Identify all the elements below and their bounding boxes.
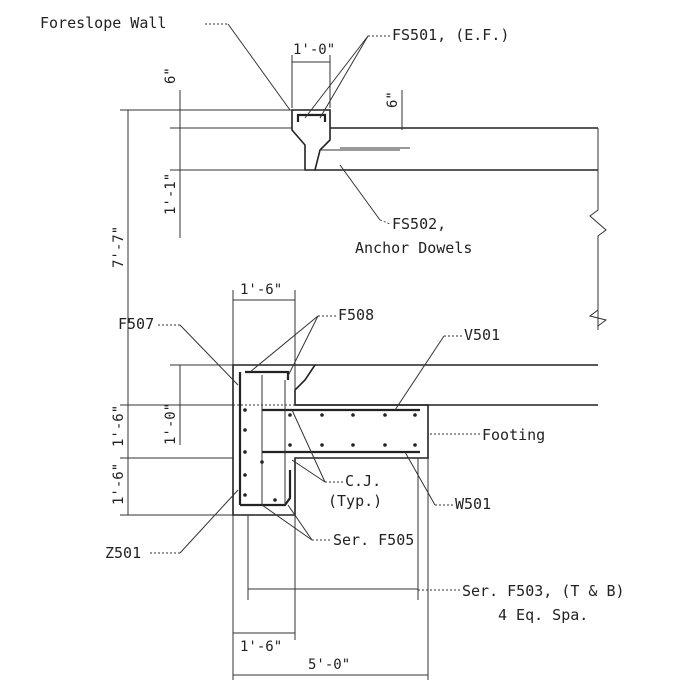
break-line-bottom [588, 309, 608, 330]
leader-foreslope-wall-arrow [227, 23, 291, 111]
leader-w501 [404, 451, 436, 506]
f508-bar [245, 370, 290, 380]
rebar-dot [273, 498, 277, 502]
label-f507: F507 [118, 315, 154, 333]
z501-bar [240, 470, 292, 507]
footing-section [120, 290, 608, 680]
label-cj-line2: (Typ.) [328, 492, 382, 510]
rebar-dot [288, 443, 292, 447]
label-f508: F508 [338, 306, 374, 324]
label-fs502-line2: Anchor Dowels [355, 239, 472, 257]
rebar-dot [320, 413, 324, 417]
dim-stem-width: 1'-6" [240, 282, 282, 298]
dim-top-width: 1'-0" [293, 42, 335, 58]
rebar-dot [243, 450, 247, 454]
leader-f505-a [261, 504, 313, 541]
rebar-dot [413, 413, 417, 417]
label-v501: V501 [464, 326, 500, 344]
bottom-dimensions: 1'-6" 1'-0" 1'-6" 1'-6" 1'-6" 5'-0" [111, 282, 428, 676]
dim-overall-height: 7'-7" [111, 226, 127, 268]
label-fs501: FS501, (E.F.) [392, 26, 509, 44]
leader-z501 [179, 489, 239, 554]
rebar-dot [243, 428, 247, 432]
leader-f507 [179, 324, 239, 386]
label-z501: Z501 [105, 544, 141, 562]
leader-v501 [394, 335, 445, 411]
leader-cj-a [291, 409, 326, 483]
label-ser-f503-line1: Ser. F503, (T & B) [462, 582, 625, 600]
rebar-dot [413, 443, 417, 447]
top-dimensions: 1'-0" 6" 6" 1'-1" 7'-7" [111, 42, 403, 515]
rebar-dot [260, 460, 264, 464]
rebar-dot [243, 408, 247, 412]
label-foreslope-wall: Foreslope Wall [40, 14, 166, 32]
rebar-dot [288, 413, 292, 417]
label-fs502-line1: FS502, [392, 215, 446, 233]
stem-outline [232, 364, 429, 516]
label-ser-f503-line2: 4 Eq. Spa. [498, 606, 588, 624]
rebar-dots [243, 408, 417, 502]
dim-lower-footing: 1'-6" [111, 463, 127, 505]
dim-footing-length: 5'-0" [308, 657, 350, 673]
rebar-dot [243, 493, 247, 497]
dim-right-height: 6" [385, 91, 401, 108]
foreslope-wall-section [120, 55, 607, 330]
dim-top-height: 6" [163, 67, 179, 84]
foreslope-wall-outline [291, 109, 331, 171]
leader-f508-a [249, 315, 319, 373]
label-cj-line1: C.J. [345, 472, 381, 490]
leader-fs501-b [319, 35, 369, 119]
dim-bottom-stem: 1'-6" [240, 639, 282, 655]
leader-fs501-a [304, 35, 369, 119]
rebar-dot [243, 473, 247, 477]
dim-slab-height: 1'-0" [163, 403, 179, 445]
rebar-dot [320, 443, 324, 447]
fs501-bar [296, 113, 327, 122]
label-footing: Footing [482, 426, 545, 444]
leader-fs502 [339, 164, 381, 221]
dim-upper-footing: 1'-6" [111, 405, 127, 447]
rebar-dot [351, 443, 355, 447]
leader-f505-b [287, 504, 313, 541]
leader-cj-b [291, 459, 326, 483]
label-ser-f505: Ser. F505 [333, 531, 414, 549]
break-line-top [589, 128, 607, 330]
dim-wall-height: 1'-1" [163, 173, 179, 215]
leader-f508-b [286, 315, 319, 379]
label-w501: W501 [455, 495, 491, 513]
rebar-dot [383, 443, 387, 447]
rebar-dot [351, 413, 355, 417]
leader-fs502-tail [379, 219, 391, 225]
rebar-dot [383, 413, 387, 417]
